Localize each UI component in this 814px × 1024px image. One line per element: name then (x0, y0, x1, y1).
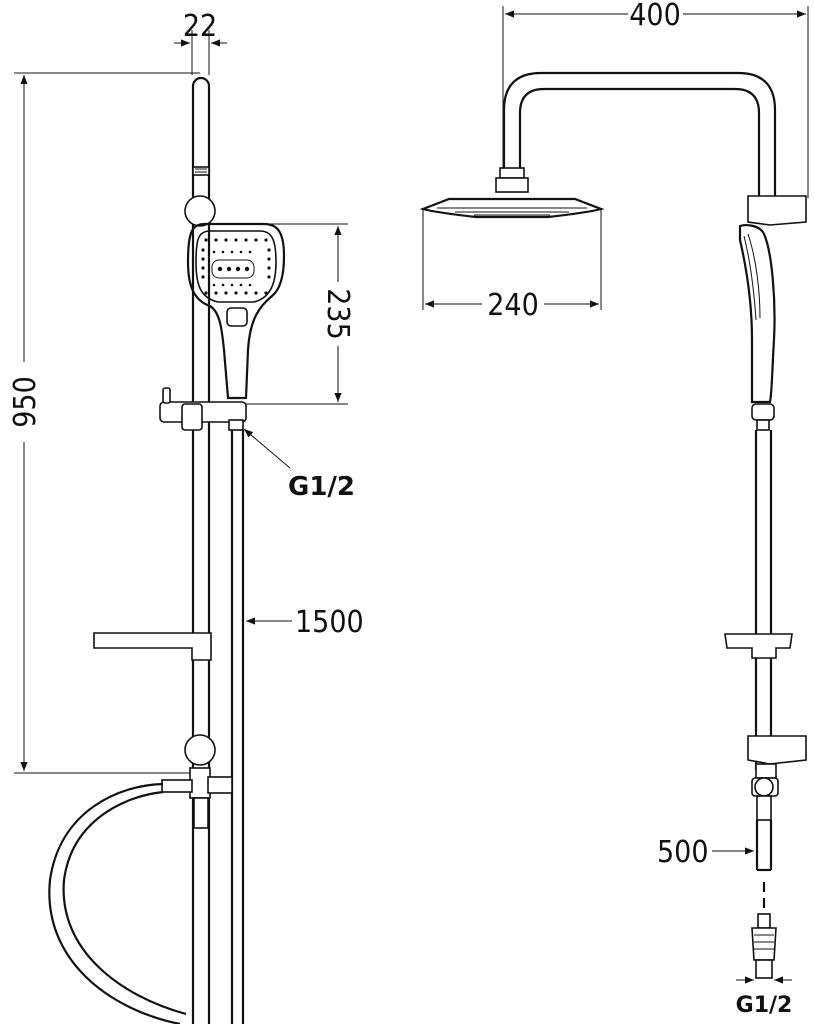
nozzle-dot (244, 238, 248, 242)
riser-rail (754, 430, 773, 770)
nozzle-dot (267, 266, 271, 270)
hose-length-callout: 1500 (246, 605, 364, 640)
hand-shower (186, 222, 286, 400)
nozzle-dot (248, 250, 252, 254)
shower-holder (159, 387, 247, 431)
right-soap-holder (724, 633, 793, 659)
nozzle-dot (244, 291, 248, 295)
nozzle-dot (204, 238, 208, 242)
nozzle-dot (214, 238, 218, 242)
hose-loop-outer (48, 782, 181, 1024)
nozzle-dot (201, 248, 205, 252)
hand-shower-dimension: 235 (244, 223, 355, 405)
hand-shower-length-label: 235 (320, 288, 355, 340)
soap-shelf (93, 632, 212, 661)
nozzle-dot (204, 291, 208, 295)
nozzle-dot (201, 257, 205, 261)
nozzle-dot (234, 238, 238, 242)
connector-length-callout: 500 (657, 835, 754, 870)
nozzle-dot (201, 266, 205, 270)
head-diameter-dimension: 240 (422, 210, 602, 323)
rail-diameter-label: 22 (183, 9, 217, 44)
shower-hose (230, 430, 245, 1024)
nozzle-dot (212, 283, 216, 287)
left-thread-callout: G1/2 (243, 428, 355, 502)
left-thread-label: G1/2 (288, 472, 355, 502)
head-diameter-label: 240 (487, 288, 539, 323)
right-view: 400 240 (419, 0, 809, 1018)
slide-rail (191, 76, 211, 1024)
swivel-holder (751, 403, 775, 431)
hose-length-label: 1500 (295, 605, 364, 640)
nozzle-dot (264, 291, 268, 295)
nozzle-dot (221, 250, 225, 254)
nozzle-dot (267, 257, 271, 261)
right-thread-callout: G1/2 (736, 976, 793, 1018)
nozzle-dot (214, 291, 218, 295)
hand-shower-side (738, 224, 776, 404)
connector-length-label: 500 (657, 835, 709, 870)
nozzle-dot (221, 283, 225, 287)
right-diverter-valve (751, 763, 779, 821)
nozzle-dot (230, 250, 234, 254)
rain-shower-head (419, 197, 605, 219)
nozzle-dot (234, 291, 238, 295)
nozzle-dot (254, 238, 258, 242)
nozzle-dot (217, 266, 223, 272)
rail-diameter-dimension: 22 (174, 9, 227, 75)
head-connector (495, 167, 529, 193)
nozzle-dot (212, 250, 216, 254)
left-view: 950 22 (8, 9, 364, 1024)
hand-shower-nozzles (201, 238, 271, 295)
nozzle-dot (254, 291, 258, 295)
top-bracket-knob (184, 195, 216, 227)
hose-loop-inner (62, 790, 187, 1016)
overhead-width-dimension: 400 (502, 0, 809, 198)
nozzle-dot (244, 266, 250, 272)
nozzle-dot (239, 283, 243, 287)
right-thread-label: G1/2 (736, 993, 793, 1018)
nozzle-dot (267, 248, 271, 252)
nozzle-dot (226, 266, 232, 272)
nozzle-dot (248, 283, 252, 287)
height-dimension: 950 (8, 72, 200, 774)
nozzle-dot (224, 291, 228, 295)
nozzle-dot (239, 250, 243, 254)
nozzle-dot (264, 238, 268, 242)
upper-holder (747, 195, 807, 226)
lower-bracket-knob (184, 734, 216, 766)
nozzle-dot (201, 275, 205, 279)
connector-pipe (751, 820, 777, 979)
nozzle-dot (224, 238, 228, 242)
nozzle-dot (230, 283, 234, 287)
nozzle-dot (235, 266, 241, 272)
shower-arm (502, 71, 777, 196)
nozzle-dot (267, 275, 271, 279)
diverter-valve (161, 767, 233, 829)
lower-holder (747, 735, 807, 765)
height-dimension-label: 950 (8, 376, 43, 428)
overhead-width-label: 400 (629, 0, 681, 33)
